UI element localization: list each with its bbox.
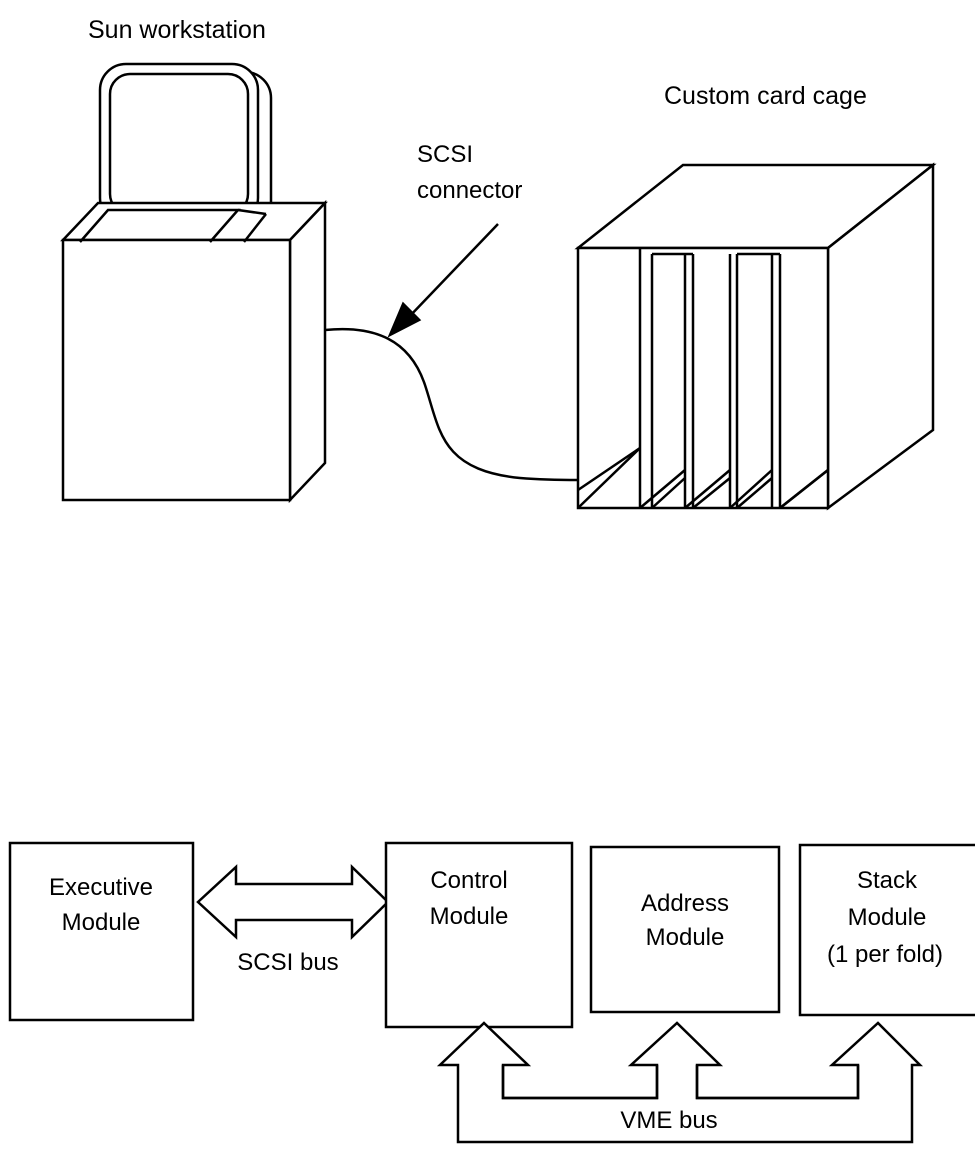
vme-bus-label: VME bus bbox=[620, 1107, 717, 1134]
workstation-label: Sun workstation bbox=[88, 16, 266, 44]
control-module: Control Module bbox=[386, 843, 572, 1027]
stack-module: Stack Module (1 per fold) bbox=[800, 845, 975, 1015]
connector-arrow bbox=[389, 224, 498, 336]
address-module-label-line1: Address bbox=[641, 890, 729, 917]
card-cage-label: Custom card cage bbox=[664, 82, 867, 110]
address-module: Address Module bbox=[591, 847, 779, 1012]
scsi-connector-label-line2: connector bbox=[417, 177, 522, 204]
stack-module-label-line3: (1 per fold) bbox=[827, 941, 943, 968]
scsi-cable bbox=[325, 329, 578, 480]
control-module-label-line1: Control bbox=[430, 867, 507, 894]
executive-module-label-line2: Module bbox=[62, 909, 141, 936]
stack-module-label-line2: Module bbox=[848, 904, 927, 931]
control-module-label-line2: Module bbox=[430, 903, 509, 930]
address-module-label-line2: Module bbox=[646, 924, 725, 951]
workstation-base bbox=[63, 203, 325, 500]
executive-module: Executive Module bbox=[10, 843, 193, 1020]
stack-module-label-line1: Stack bbox=[857, 867, 918, 894]
card-cage bbox=[578, 165, 933, 508]
scsi-bus-label: SCSI bus bbox=[237, 949, 338, 976]
executive-module-label-line1: Executive bbox=[49, 874, 153, 901]
scsi-bus-arrow bbox=[198, 867, 388, 937]
scsi-connector-label-line1: SCSI bbox=[417, 141, 473, 168]
